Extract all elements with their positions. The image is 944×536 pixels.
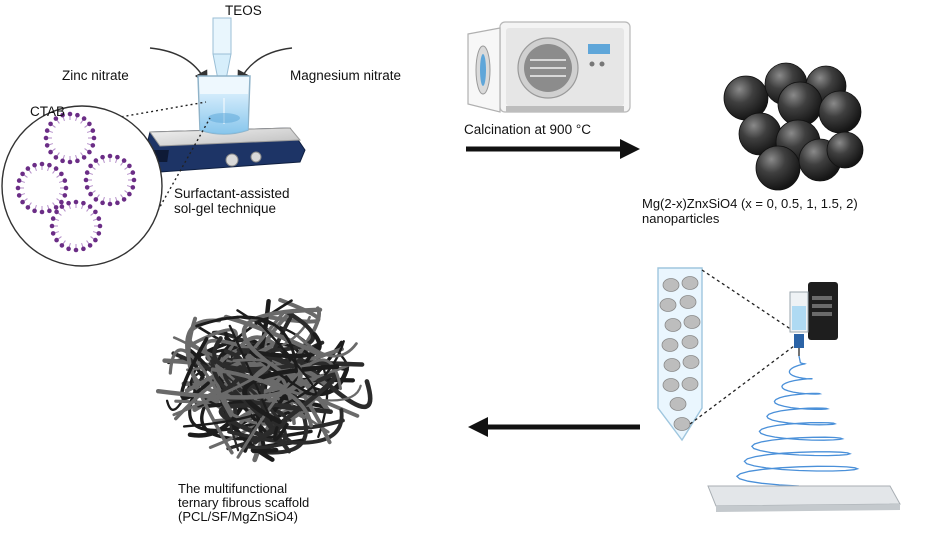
fiber-strand xyxy=(212,336,308,372)
tube-particle xyxy=(663,358,681,372)
fiber-strand xyxy=(251,321,318,396)
arrow-to-nanoparticles xyxy=(466,139,640,159)
tube-particle xyxy=(681,276,699,290)
label-nanoparticles: Mg(2-x)ZnxSiO4 (x = 0, 0.5, 1, 1.5, 2) n… xyxy=(642,196,858,226)
label-scaffold: The multifunctional ternary fibrous scaf… xyxy=(178,481,310,524)
fiber-strand xyxy=(168,348,233,418)
label-teos: TEOS xyxy=(225,3,262,18)
fiber-strand xyxy=(228,324,273,422)
label-magnesium-nitrate: Magnesium nitrate xyxy=(290,68,402,83)
tube-particle xyxy=(659,298,677,312)
ctab-micelle-zoom-icon xyxy=(1,101,211,267)
tube-particle xyxy=(673,417,691,431)
label-calcination: Calcination at 900 °C xyxy=(464,122,591,137)
fiber-strand xyxy=(155,363,303,400)
nanoparticle xyxy=(777,81,823,127)
tube-particle xyxy=(679,295,697,309)
fiber-strand xyxy=(273,422,289,442)
tube-particle xyxy=(682,355,700,369)
fiber-strand xyxy=(294,333,358,358)
fiber-strand xyxy=(210,367,314,428)
nanoparticle xyxy=(826,131,864,169)
arrow-to-scaffold xyxy=(468,417,640,437)
nanoparticle xyxy=(818,90,862,134)
tube-particle xyxy=(662,378,680,392)
furnace-icon xyxy=(467,21,631,113)
fiber-strand xyxy=(236,358,342,459)
fiber-strand xyxy=(249,332,322,359)
fiber-mat-icon xyxy=(155,298,373,463)
tube-particle xyxy=(683,315,701,329)
fiber-strand xyxy=(242,364,340,424)
micelle-icon xyxy=(15,161,69,215)
tube-particle xyxy=(662,278,680,292)
label-ctab: CTAB xyxy=(30,104,66,119)
nanoparticle xyxy=(755,145,801,191)
fiber-strand xyxy=(223,314,325,358)
fiber-strand xyxy=(182,340,345,428)
tube-particle xyxy=(681,377,699,391)
nanoparticle-cluster-icon xyxy=(723,62,864,191)
fiber-strand xyxy=(172,358,271,417)
electrospinning-setup-icon xyxy=(657,267,901,512)
tube-particle xyxy=(669,397,687,411)
tube-particle xyxy=(681,335,699,349)
tube-particle xyxy=(661,338,679,352)
fiber-strand xyxy=(295,353,373,410)
fiber-strand xyxy=(230,372,287,450)
tube-particle xyxy=(664,318,682,332)
fiber-strand xyxy=(220,349,246,394)
micelle-icon xyxy=(49,199,103,253)
label-zinc-nitrate: Zinc nitrate xyxy=(62,68,129,83)
micelle-icon xyxy=(83,153,137,207)
micelle-icon xyxy=(43,111,97,165)
label-technique: Surfactant-assisted sol-gel technique xyxy=(174,186,290,216)
fiber-strand xyxy=(195,315,298,373)
beaker-on-stirrer-icon xyxy=(139,17,306,173)
